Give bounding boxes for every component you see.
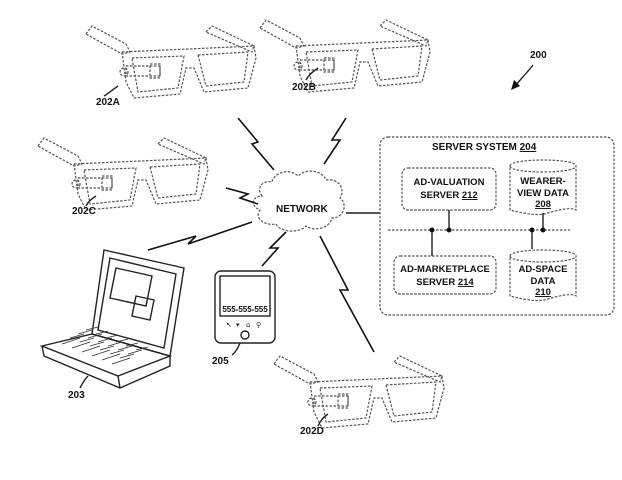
server-system-box — [379, 136, 615, 316]
glasses-202b: 202B — [259, 19, 431, 93]
figure-ref-leader — [514, 64, 534, 87]
junction-dot — [429, 227, 435, 233]
laptop-203: 203 — [39, 249, 185, 401]
junction-dot — [529, 227, 535, 233]
home-button-icon — [240, 330, 250, 340]
ad-marketplace-server-label-2: SERVER 214 — [416, 277, 474, 288]
glasses-icon — [273, 355, 445, 429]
ad-space-data-label-2: DATA — [531, 276, 556, 287]
ad-marketplace-server-box — [393, 255, 497, 295]
menu-icon: ▾ — [236, 321, 240, 329]
phone-screen-text: 555-555-555 — [222, 305, 268, 314]
phone-icon: 555-555-555 ↖ ▾ ⌂ ⚲ — [214, 270, 276, 344]
arrowhead-icon — [511, 80, 520, 90]
network-cloud: NETWORK — [252, 170, 345, 232]
leader-line — [85, 195, 97, 207]
ad-valuation-server-box — [401, 167, 497, 211]
leader-line — [79, 375, 89, 389]
glasses-icon — [85, 25, 257, 99]
leader-line — [317, 413, 329, 427]
glasses-202a: 202A — [85, 25, 257, 108]
figure-ref-label: 200 — [530, 50, 547, 61]
glasses-202a-label: 202A — [96, 97, 120, 108]
laptop-203-label: 203 — [68, 390, 85, 401]
cloud-icon — [252, 170, 345, 232]
search-icon: ⚲ — [256, 321, 261, 329]
wireless-link-icon — [261, 231, 287, 267]
network-label: NETWORK — [276, 204, 328, 215]
ad-valuation-server-label-2: SERVER 212 — [420, 190, 477, 201]
leader-line — [103, 85, 119, 97]
figure-reference: 200 — [511, 50, 547, 90]
wireless-links — [147, 117, 375, 353]
back-icon: ↖ — [226, 321, 232, 329]
ad-space-data-store: AD-SPACE DATA 210 — [509, 249, 577, 302]
wireless-link-icon — [225, 187, 259, 205]
ad-space-data-ref: 210 — [535, 287, 551, 298]
home-icon: ⌂ — [246, 321, 250, 329]
glasses-202d-label: 202D — [300, 426, 324, 437]
glasses-202c: 202C — [37, 137, 209, 217]
ad-space-data-label: AD-SPACE — [519, 264, 568, 275]
wearer-view-data-ref: 208 — [535, 199, 551, 210]
junction-dot — [446, 227, 452, 233]
wearer-view-data-store: WEARER- VIEW DATA 208 — [509, 159, 577, 216]
phone-205-label: 205 — [212, 356, 229, 367]
database-rim — [509, 165, 577, 173]
database-icon — [509, 159, 577, 216]
laptop-icon — [39, 249, 185, 389]
glasses-202c-label: 202C — [72, 206, 96, 217]
junction-dot — [540, 227, 546, 233]
ad-marketplace-server-label: AD-MARKETPLACE — [400, 264, 490, 275]
leader-line — [305, 67, 319, 81]
wireless-link-icon — [147, 221, 253, 251]
glasses-icon — [37, 137, 209, 211]
wireless-link-icon — [319, 235, 375, 353]
wearer-view-data-label-2: VIEW DATA — [517, 188, 569, 199]
leader-line — [231, 342, 241, 356]
glasses-202d: 202D — [273, 355, 445, 437]
server-system-title: SERVER SYSTEM 204 — [432, 142, 537, 153]
server-system: SERVER SYSTEM 204 AD-VALUATION SERVER 21… — [379, 136, 615, 316]
glasses-icon — [259, 19, 431, 93]
database-rim — [509, 255, 577, 263]
glasses-202b-label: 202B — [292, 82, 316, 93]
phone-205: 555-555-555 ↖ ▾ ⌂ ⚲ 205 — [212, 270, 276, 367]
phone-nav-icons: ↖ ▾ ⌂ ⚲ — [226, 321, 261, 329]
database-icon — [509, 249, 577, 302]
wireless-link-icon — [237, 117, 275, 171]
ad-valuation-server-label: AD-VALUATION — [414, 177, 485, 188]
wireless-link-icon — [323, 117, 347, 165]
wearer-view-data-label: WEARER- — [520, 176, 565, 187]
